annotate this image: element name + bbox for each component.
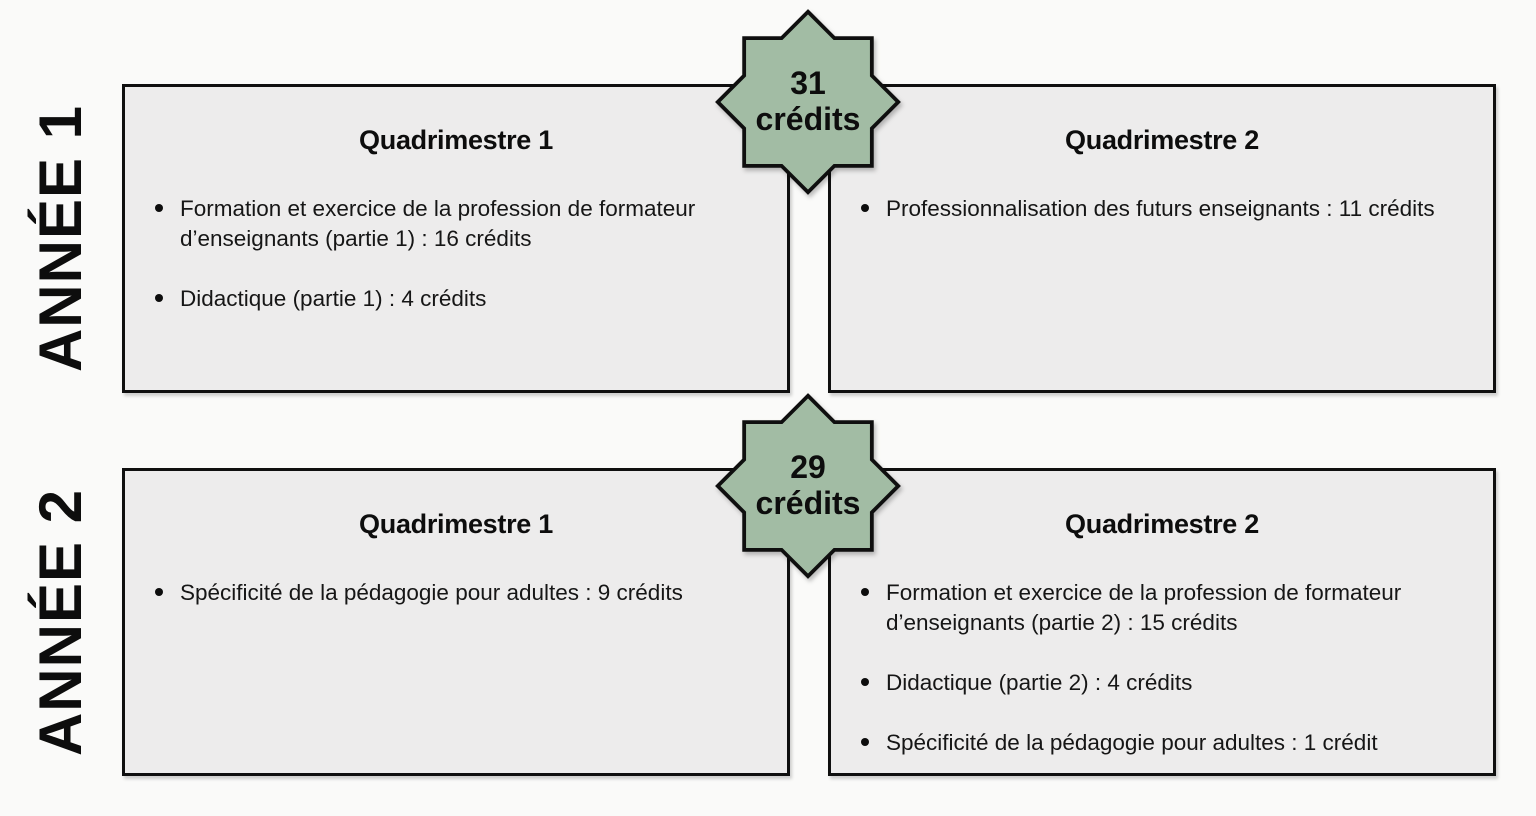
course-item-text: Spécificité de la pédagogie pour adultes… [180,580,683,605]
course-item: Formation et exercice de la profession d… [861,578,1471,638]
course-item: Spécificité de la pédagogie pour adultes… [861,728,1471,758]
box-annee1-quadrimestre1: Quadrimestre 1 Formation et exercice de … [122,84,790,393]
course-list: Formation et exercice de la profession d… [125,194,787,314]
course-item: Professionnalisation des futurs enseigna… [861,194,1471,224]
quadrimestre-title: Quadrimestre 1 [359,509,553,539]
credits-unit: crédits [755,485,861,521]
box-annee2-quadrimestre2: Quadrimestre 2 Formation et exercice de … [828,468,1496,776]
year-1-label: ANNÉE 1 [0,84,122,393]
course-item-text: Professionnalisation des futurs enseigna… [886,196,1435,221]
quadrimestre-title: Quadrimestre 2 [1065,509,1259,539]
credits-value: 31 [790,65,826,102]
star-icon [715,9,901,195]
bullet-icon [861,738,869,747]
box-annee2-quadrimestre1: Quadrimestre 1 Spécificité de la pédagog… [122,468,790,776]
course-list: Spécificité de la pédagogie pour adultes… [125,578,787,608]
course-item: Formation et exercice de la profession d… [155,194,765,254]
box-annee1-quadrimestre2: Quadrimestre 2 Professionnalisation des … [828,84,1496,393]
credits-value: 29 [790,449,826,486]
course-item-text: Didactique (partie 1) : 4 crédits [180,286,487,312]
course-item-text: Spécificité de la pédagogie pour adultes… [886,730,1378,756]
course-item-text: Formation et exercice de la profession d… [886,580,1402,636]
course-item-text: Didactique (partie 2) : 4 crédits [886,670,1193,696]
bullet-icon [861,678,869,687]
course-item: Didactique (partie 2) : 4 crédits [861,668,1471,698]
star-icon [715,393,901,579]
year-2-label-text: ANNÉE 2 [27,488,95,756]
quadrimestre-title: Quadrimestre 1 [359,125,553,155]
bullet-icon [155,204,163,212]
bullet-icon [861,588,869,596]
year-1-label-text: ANNÉE 1 [27,104,95,373]
course-item-text: Formation et exercice de la profession d… [180,196,696,252]
credits-badge-text: 29 crédits [713,391,903,581]
credits-badge-year2: 29 crédits [713,391,903,581]
quadrimestre-title: Quadrimestre 2 [1065,125,1259,155]
bullet-icon [155,294,163,303]
credits-badge-text: 31 crédits [713,7,903,197]
bullet-icon [861,204,869,212]
course-item: Didactique (partie 1) : 4 crédits [155,284,765,314]
credits-badge-year1: 31 crédits [713,7,903,197]
year-2-label: ANNÉE 2 [0,468,122,776]
bullet-icon [155,588,163,596]
course-list: Professionnalisation des futurs enseigna… [831,194,1493,224]
course-list: Formation et exercice de la profession d… [831,578,1493,759]
credits-unit: crédits [755,101,861,137]
course-item: Spécificité de la pédagogie pour adultes… [155,578,765,608]
